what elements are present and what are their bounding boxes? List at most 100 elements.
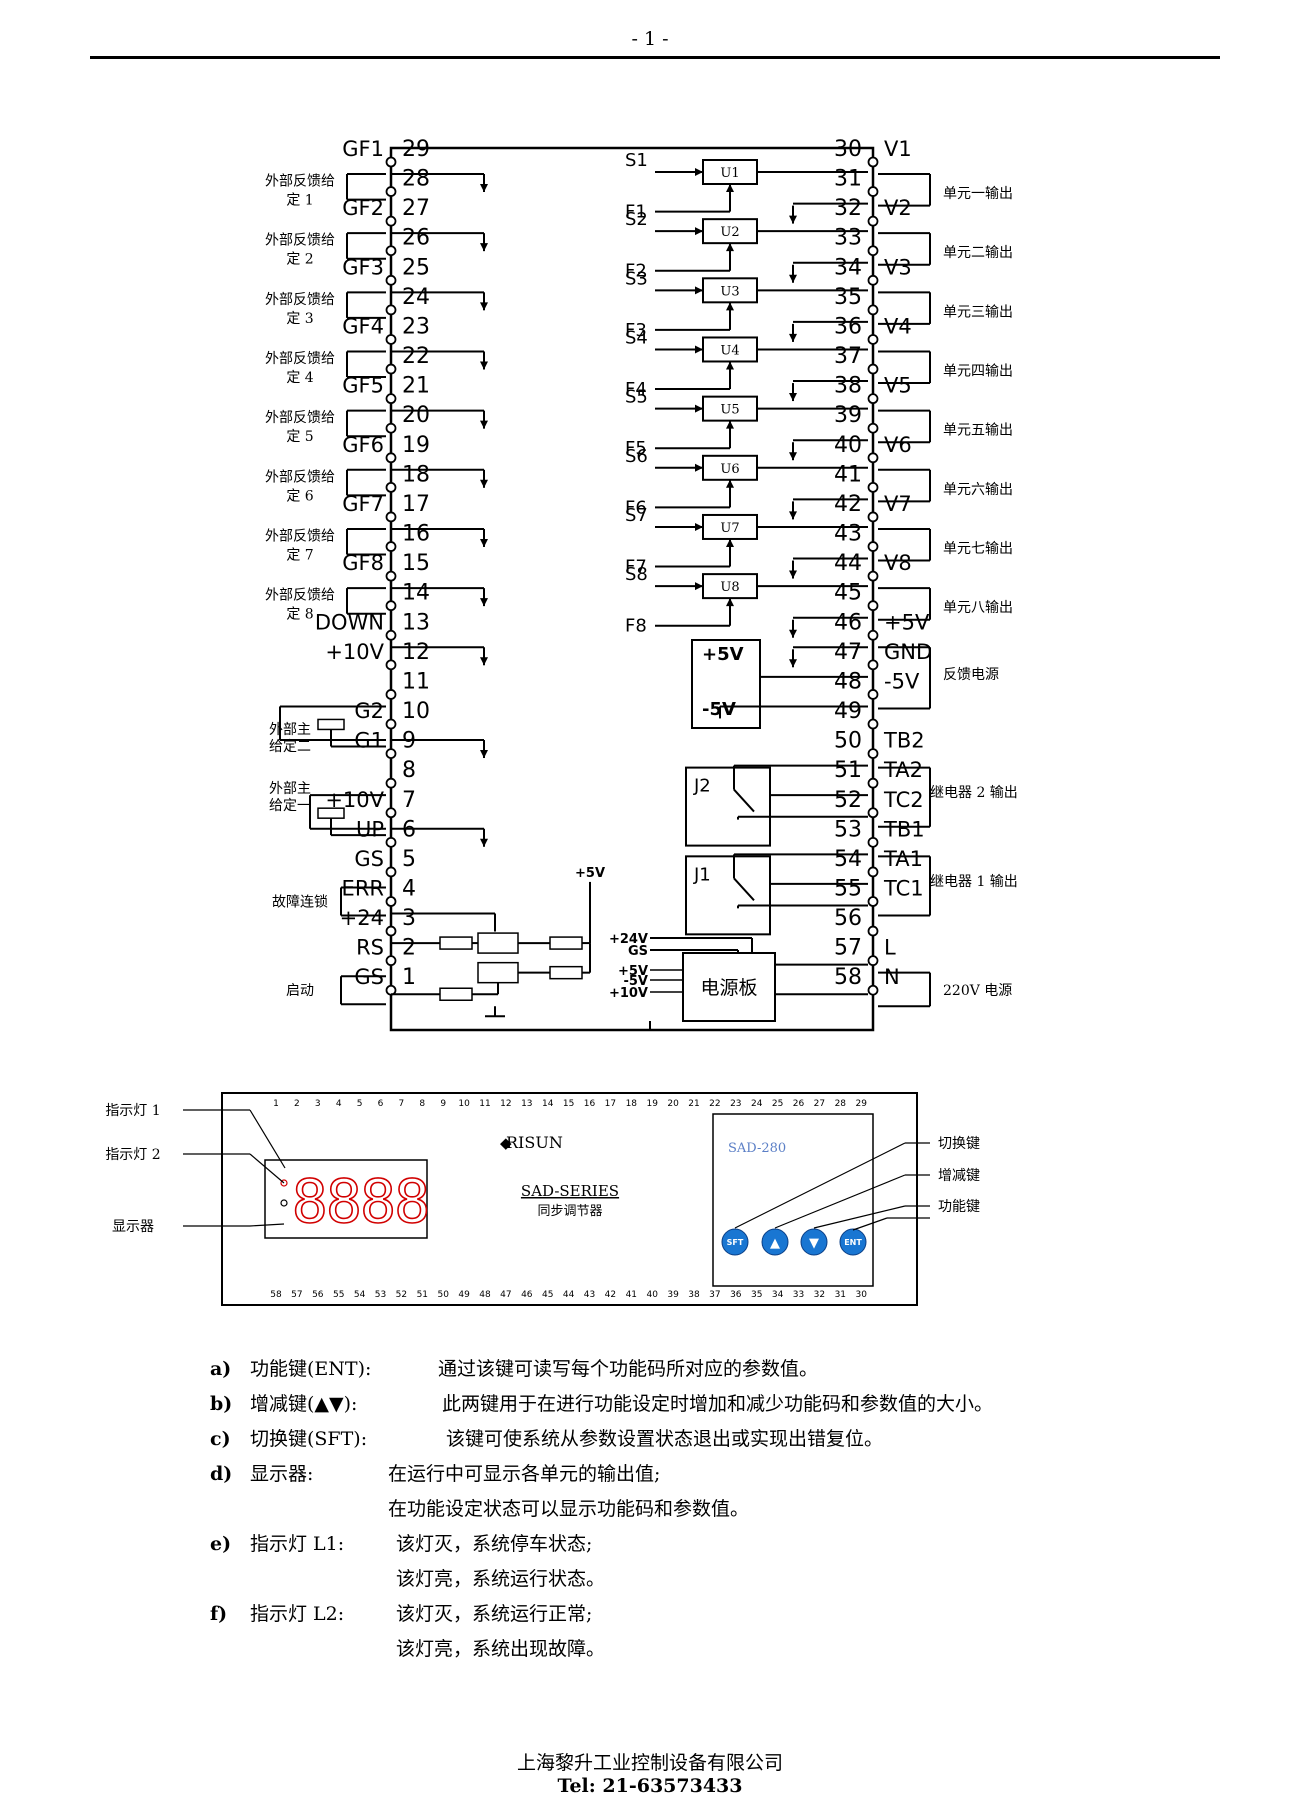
terminal	[385, 570, 397, 582]
arrow	[480, 184, 488, 192]
terminal	[867, 600, 879, 612]
terminal	[385, 777, 397, 789]
terminal	[867, 807, 879, 819]
relay-box	[685, 855, 771, 936]
arrow	[789, 215, 797, 224]
arrow	[695, 168, 703, 176]
arrow	[480, 479, 488, 488]
arrow	[695, 463, 703, 472]
panel-pin-top: 29	[855, 1099, 867, 1109]
right-signal-label: V8	[884, 551, 912, 575]
terminal-number: 14	[402, 581, 430, 606]
terminal	[867, 925, 879, 937]
ent-key-button	[839, 1228, 867, 1256]
terminal	[867, 304, 879, 316]
description-letter: c)	[210, 1428, 231, 1450]
panel-pin-top: 12	[500, 1099, 511, 1109]
unit-label: U4	[720, 343, 739, 358]
arrow	[726, 538, 734, 547]
right-signal-label: V3	[884, 255, 912, 279]
feedback-label: 定 3	[286, 311, 313, 327]
s-label: S6	[625, 446, 648, 467]
unit-output-label: 单元六输出	[943, 482, 1013, 498]
terminal	[867, 186, 879, 197]
terminal-number: 7	[402, 788, 416, 813]
description-letter: e)	[210, 1533, 232, 1555]
panel-pin-bottom: 50	[437, 1290, 449, 1300]
wire	[249, 1109, 286, 1169]
arrow	[695, 286, 703, 295]
terminal	[867, 511, 879, 523]
terminal-number: 34	[834, 255, 862, 280]
terminal	[867, 215, 879, 227]
terminal	[867, 955, 879, 967]
panel-pin-top: 15	[563, 1099, 574, 1109]
panel-pin-bottom: 54	[354, 1290, 366, 1300]
panel-pin-top: 4	[336, 1099, 342, 1109]
main-set-label: 给定一	[269, 798, 311, 814]
unit-output-label: 单元二输出	[943, 245, 1013, 261]
main-set-label: 给定二	[269, 739, 311, 755]
feedback-label: 定 1	[286, 193, 313, 209]
power-output-label: -5V	[623, 974, 648, 989]
power-output-label: +5V	[618, 964, 648, 979]
unit-output-label: 单元五输出	[943, 423, 1013, 439]
arrow	[480, 538, 488, 547]
unit-block	[702, 395, 758, 422]
callout-right-label: 切换键	[938, 1135, 980, 1152]
terminal	[385, 718, 397, 730]
s-label: S7	[625, 505, 648, 526]
terminal	[867, 984, 879, 996]
panel-pin-top: 24	[751, 1099, 763, 1109]
terminal-number: 24	[402, 285, 430, 310]
panel-pin-bottom: 43	[584, 1290, 595, 1300]
description-text: 该灯灭，系统停车状态;	[396, 1533, 593, 1555]
s-label: S1	[625, 150, 648, 171]
unit-output-label: 单元八输出	[943, 600, 1013, 616]
right-signal-label: V1	[884, 137, 912, 161]
terminal-number: 49	[834, 699, 862, 724]
relay-label: J2	[693, 776, 711, 797]
terminal	[867, 866, 879, 878]
fb-plus-label: +5V	[702, 644, 744, 665]
panel-pin-top: 14	[542, 1099, 554, 1109]
terminal-number: 56	[834, 906, 862, 931]
unit-output-label: 单元四输出	[943, 363, 1013, 379]
arrow	[695, 582, 703, 591]
key-descriptions: a)功能键(ENT):通过该键可读写每个功能码所对应的参数值。b)增减键(▲▼)…	[210, 1352, 1240, 1667]
description-term: 显示器:	[250, 1463, 314, 1485]
description-text: 通过该键可读写每个功能码所对应的参数值。	[438, 1358, 819, 1380]
terminal-number: 43	[834, 522, 862, 547]
terminal	[867, 245, 879, 257]
mains-label: 220V 电源	[943, 983, 1012, 999]
terminal-number: 22	[402, 344, 430, 369]
description-row: b)增减键(▲▼):此两键用于在进行功能设定时增加和减少功能码和参数值的大小。	[210, 1387, 1240, 1422]
panel-pin-top: 5	[357, 1099, 363, 1109]
arrow	[789, 452, 797, 461]
footer-company: 上海黎升工业控制设备有限公司	[516, 1752, 783, 1774]
panel-pin-bottom: 33	[793, 1290, 804, 1300]
feedback-label: 外部反馈给	[265, 410, 335, 426]
f-label: F7	[625, 557, 647, 578]
ent-key-label: ENT	[844, 1238, 862, 1247]
terminal	[867, 541, 879, 552]
panel-pin-top: 1	[273, 1099, 279, 1109]
arrow	[789, 274, 797, 283]
arrow	[726, 243, 734, 252]
description-text: 该键可使系统从参数设置状态退出或实现出错复位。	[446, 1428, 884, 1450]
model-label: SAD-280	[728, 1141, 786, 1156]
terminal	[385, 866, 397, 878]
panel-pin-bottom: 36	[730, 1290, 742, 1300]
description-letter: f)	[210, 1603, 228, 1625]
panel-pin-top: 13	[521, 1099, 532, 1109]
indicator-light-2	[280, 1199, 288, 1207]
callout-left-label: 指示灯 2	[105, 1147, 160, 1163]
wire	[734, 1142, 906, 1229]
right-signal-label: GND	[884, 640, 932, 664]
terminal	[385, 334, 397, 345]
terminal-number: 4	[402, 877, 416, 902]
risun-logo-icon: ◆	[500, 1134, 512, 1152]
s-label: S8	[625, 564, 648, 585]
display-frame	[264, 1159, 428, 1239]
arrow	[480, 598, 488, 607]
